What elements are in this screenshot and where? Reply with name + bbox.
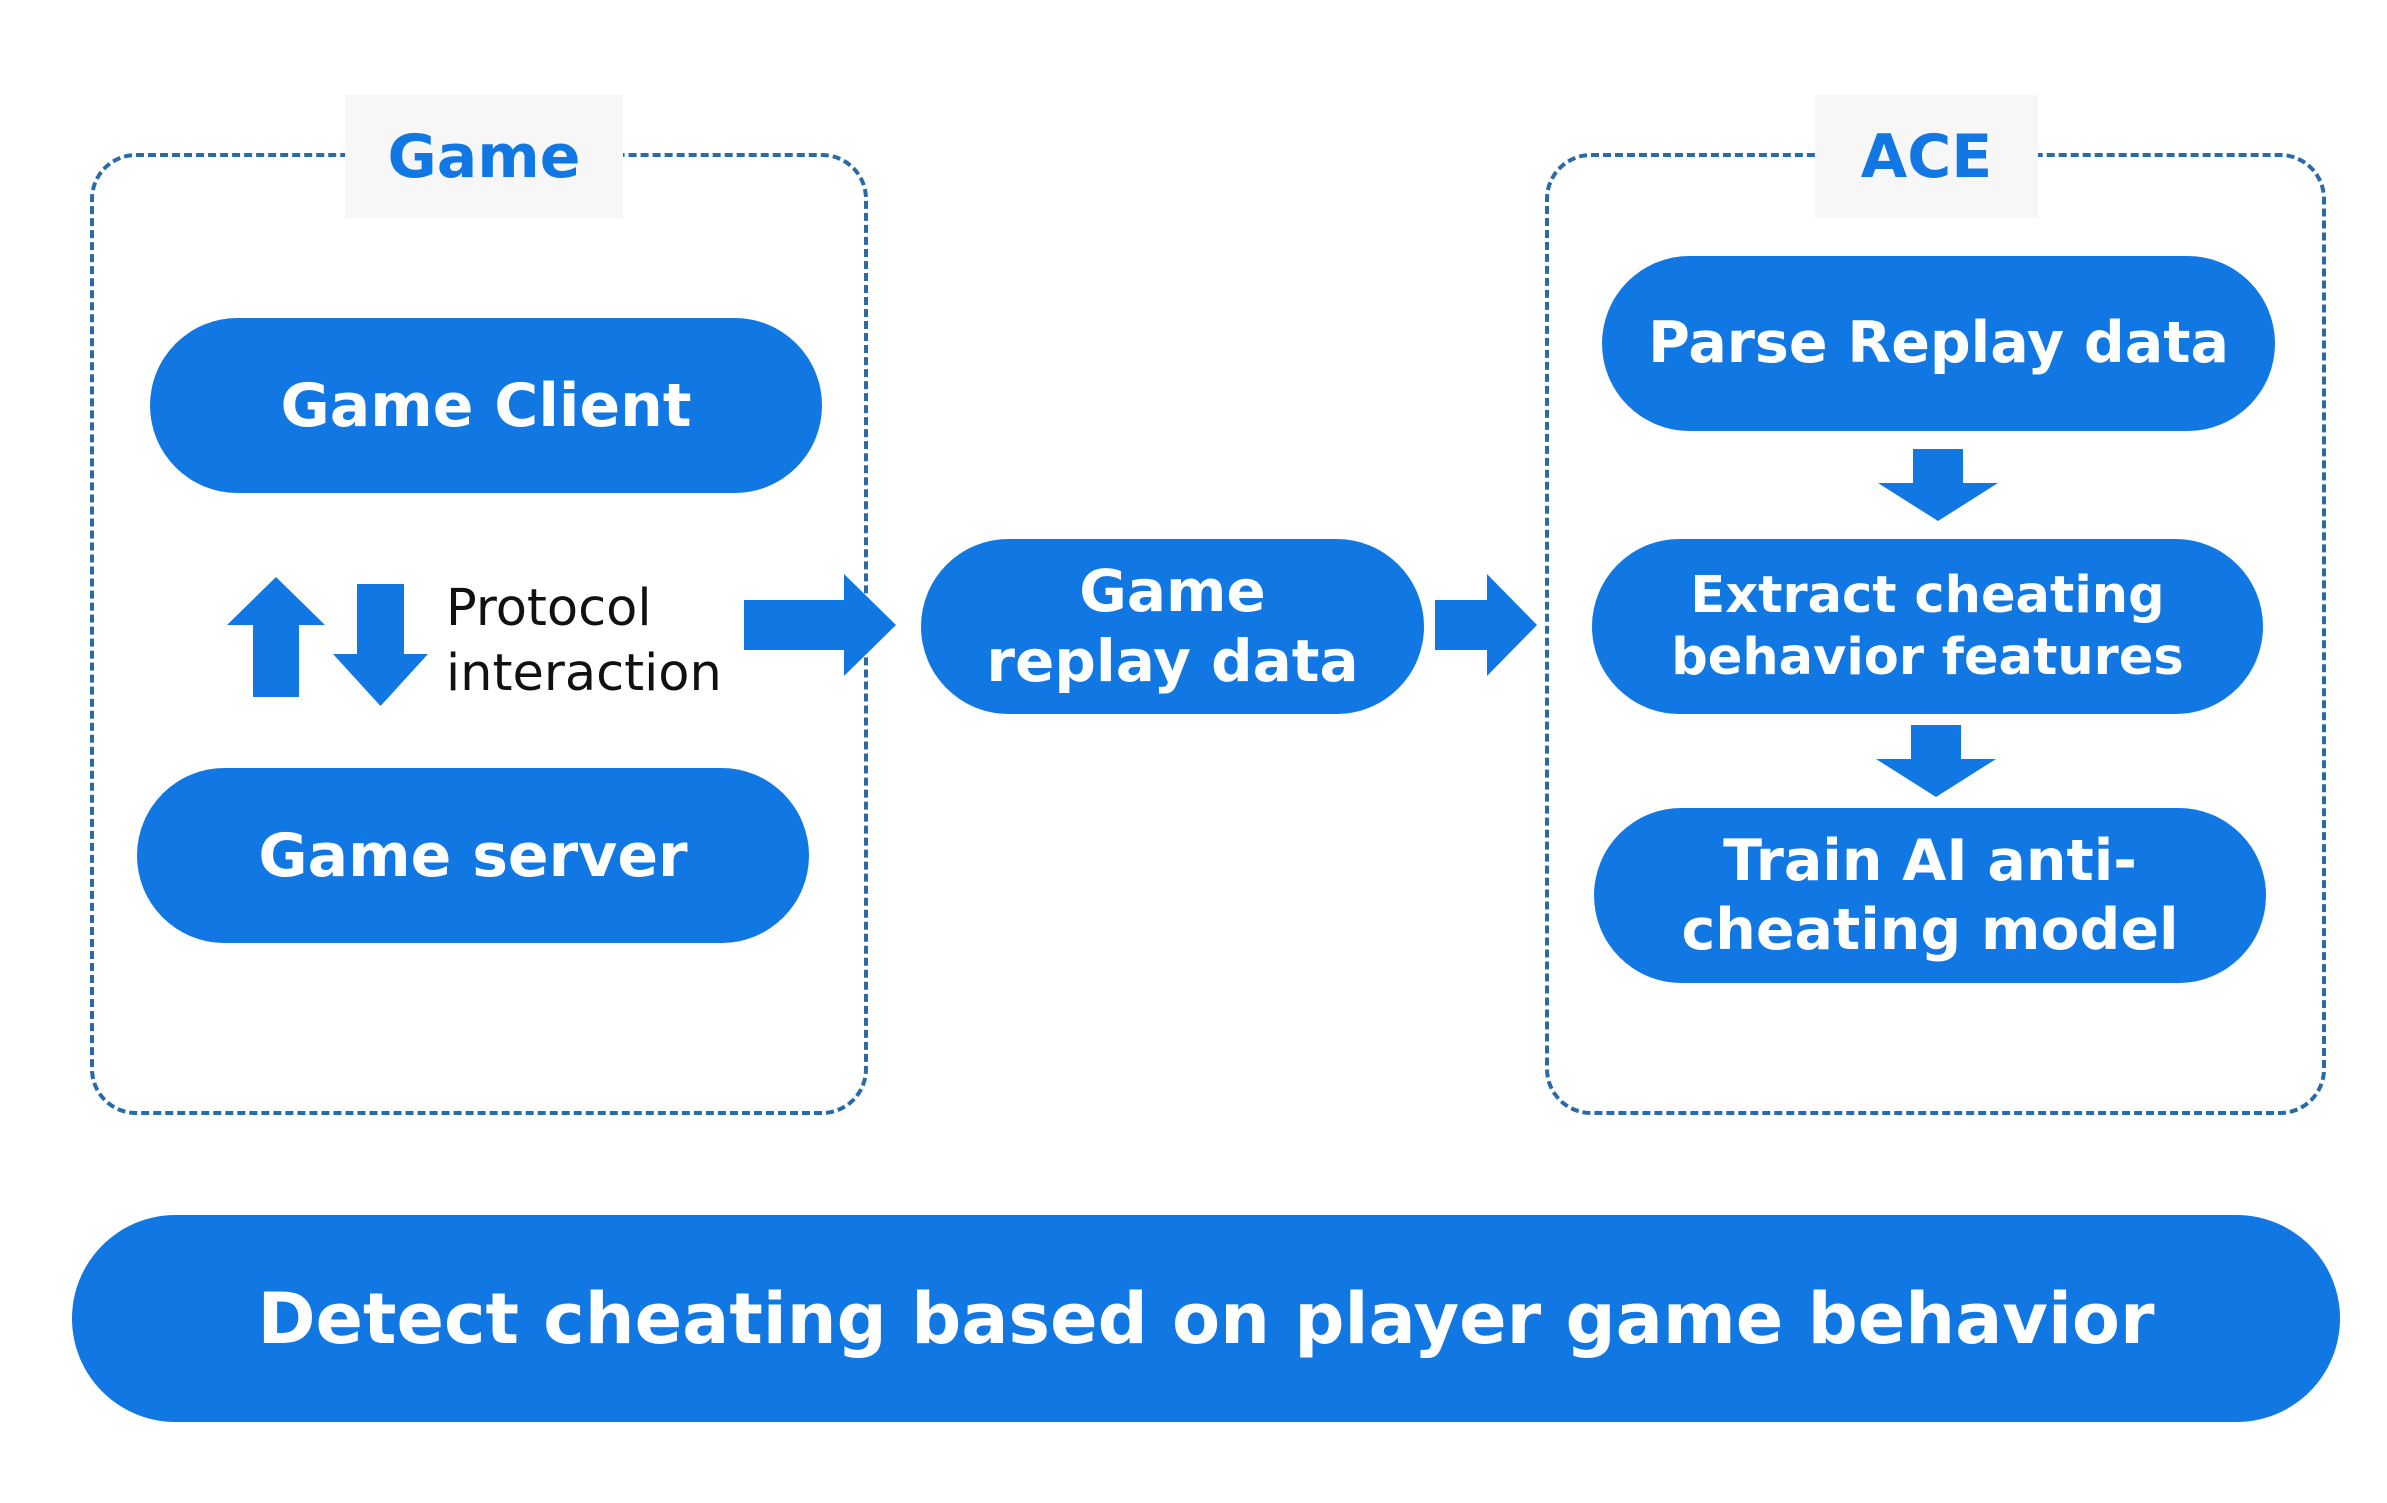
train-model-node: Train AI anti- cheating model — [1594, 808, 2266, 983]
arrow-up-icon — [227, 577, 325, 697]
game-client-node: Game Client — [150, 318, 822, 493]
arrow-right-icon — [744, 574, 896, 676]
detect-cheating-banner: Detect cheating based on player game beh… — [72, 1215, 2340, 1422]
arrow-down-icon — [333, 584, 428, 706]
parse-replay-data-node: Parse Replay data — [1602, 256, 2275, 431]
ace-group-label: ACE — [1815, 95, 2038, 218]
arrow-down-icon — [1878, 449, 1998, 521]
game-group-label: Game — [345, 95, 623, 218]
protocol-interaction-label: Protocol interaction — [446, 579, 722, 704]
game-server-node: Game server — [137, 768, 809, 943]
arrow-right-icon — [1435, 574, 1537, 676]
game-replay-data-node: Game replay data — [921, 539, 1424, 714]
arrow-down-icon — [1876, 725, 1996, 797]
extract-features-node: Extract cheating behavior features — [1592, 539, 2263, 714]
